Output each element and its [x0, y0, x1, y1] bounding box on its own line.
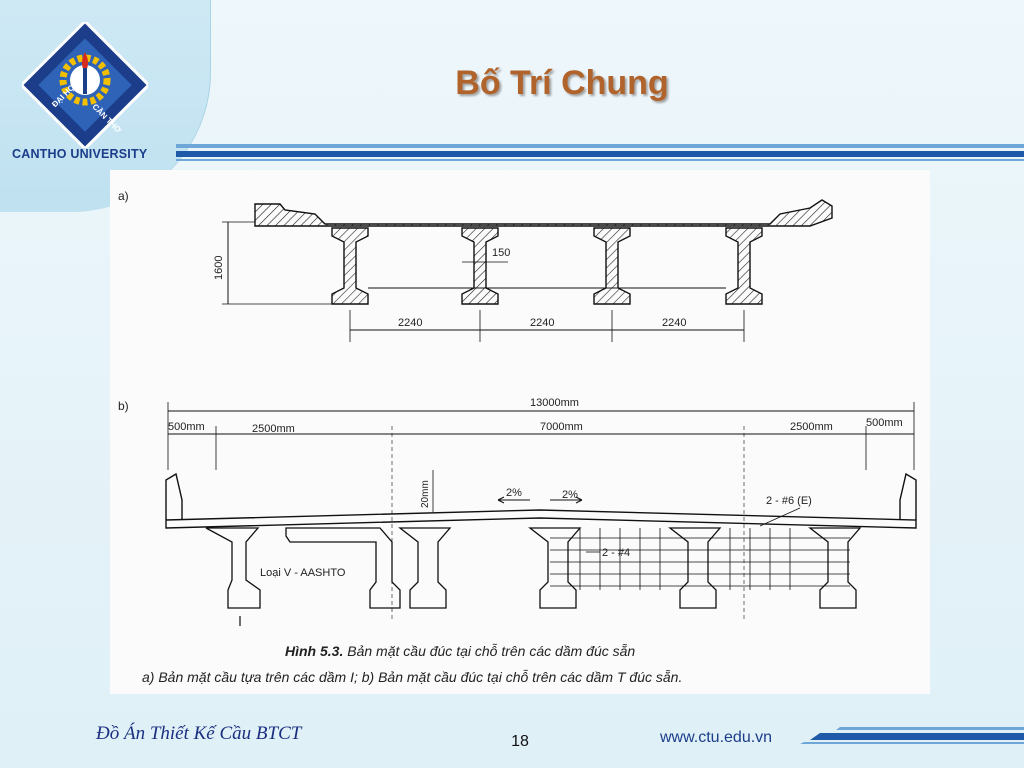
- segment-1: 500mm: [168, 421, 205, 433]
- thickness-dim: 20mm: [420, 480, 431, 508]
- university-name: CANTHO UNIVERSITY: [12, 147, 148, 161]
- spacing-1: 2240: [398, 317, 422, 329]
- figure-caption: Hình 5.3. Bản mặt cầu đúc tại chỗ trên c…: [285, 643, 635, 659]
- slope-left: 2%: [506, 487, 522, 499]
- segment-4: 2500mm: [790, 421, 833, 433]
- website-link[interactable]: www.ctu.edu.vn: [660, 729, 773, 746]
- rebar-main-label: 2 - #6 (E): [766, 495, 812, 507]
- girder-type-label: Loại V - AASHTO: [260, 567, 346, 579]
- segment-3: 7000mm: [540, 421, 583, 433]
- slope-right: 2%: [562, 489, 578, 501]
- section-b-drawing: [165, 402, 917, 626]
- university-logo: ĐẠI HỌC CẦN THƠ: [22, 22, 148, 148]
- segment-2: 2500mm: [252, 423, 295, 435]
- figure-subcaption: a) Bản mặt cầu tựa trên các dầm I; b) Bả…: [142, 669, 682, 685]
- bottom-divider-bar: [800, 727, 1024, 744]
- caption-title: Bản mặt cầu đúc tại chỗ trên các dầm đúc…: [343, 643, 635, 659]
- segment-5: 500mm: [866, 417, 903, 429]
- bridge-deck-figure: a) 1600 150 2240 2240 2240 b): [110, 170, 930, 694]
- caption-number: Hình 5.3.: [285, 643, 343, 659]
- web-dimension: 150: [492, 247, 510, 259]
- total-width: 13000mm: [530, 397, 579, 409]
- page-number: 18: [511, 733, 529, 750]
- section-a-drawing: [222, 199, 833, 342]
- height-dimension: 1600: [213, 256, 225, 280]
- rebar-secondary-label: 2 - #4: [602, 547, 630, 559]
- spacing-3: 2240: [662, 317, 686, 329]
- slide-title: Bố Trí Chung: [455, 64, 669, 102]
- course-name: Đồ Án Thiết Kế Cầu BTCT: [96, 723, 302, 744]
- part-a-label: a): [118, 189, 129, 203]
- spacing-2: 2240: [530, 317, 554, 329]
- top-divider-bar: [176, 144, 1024, 161]
- part-b-label: b): [118, 399, 129, 413]
